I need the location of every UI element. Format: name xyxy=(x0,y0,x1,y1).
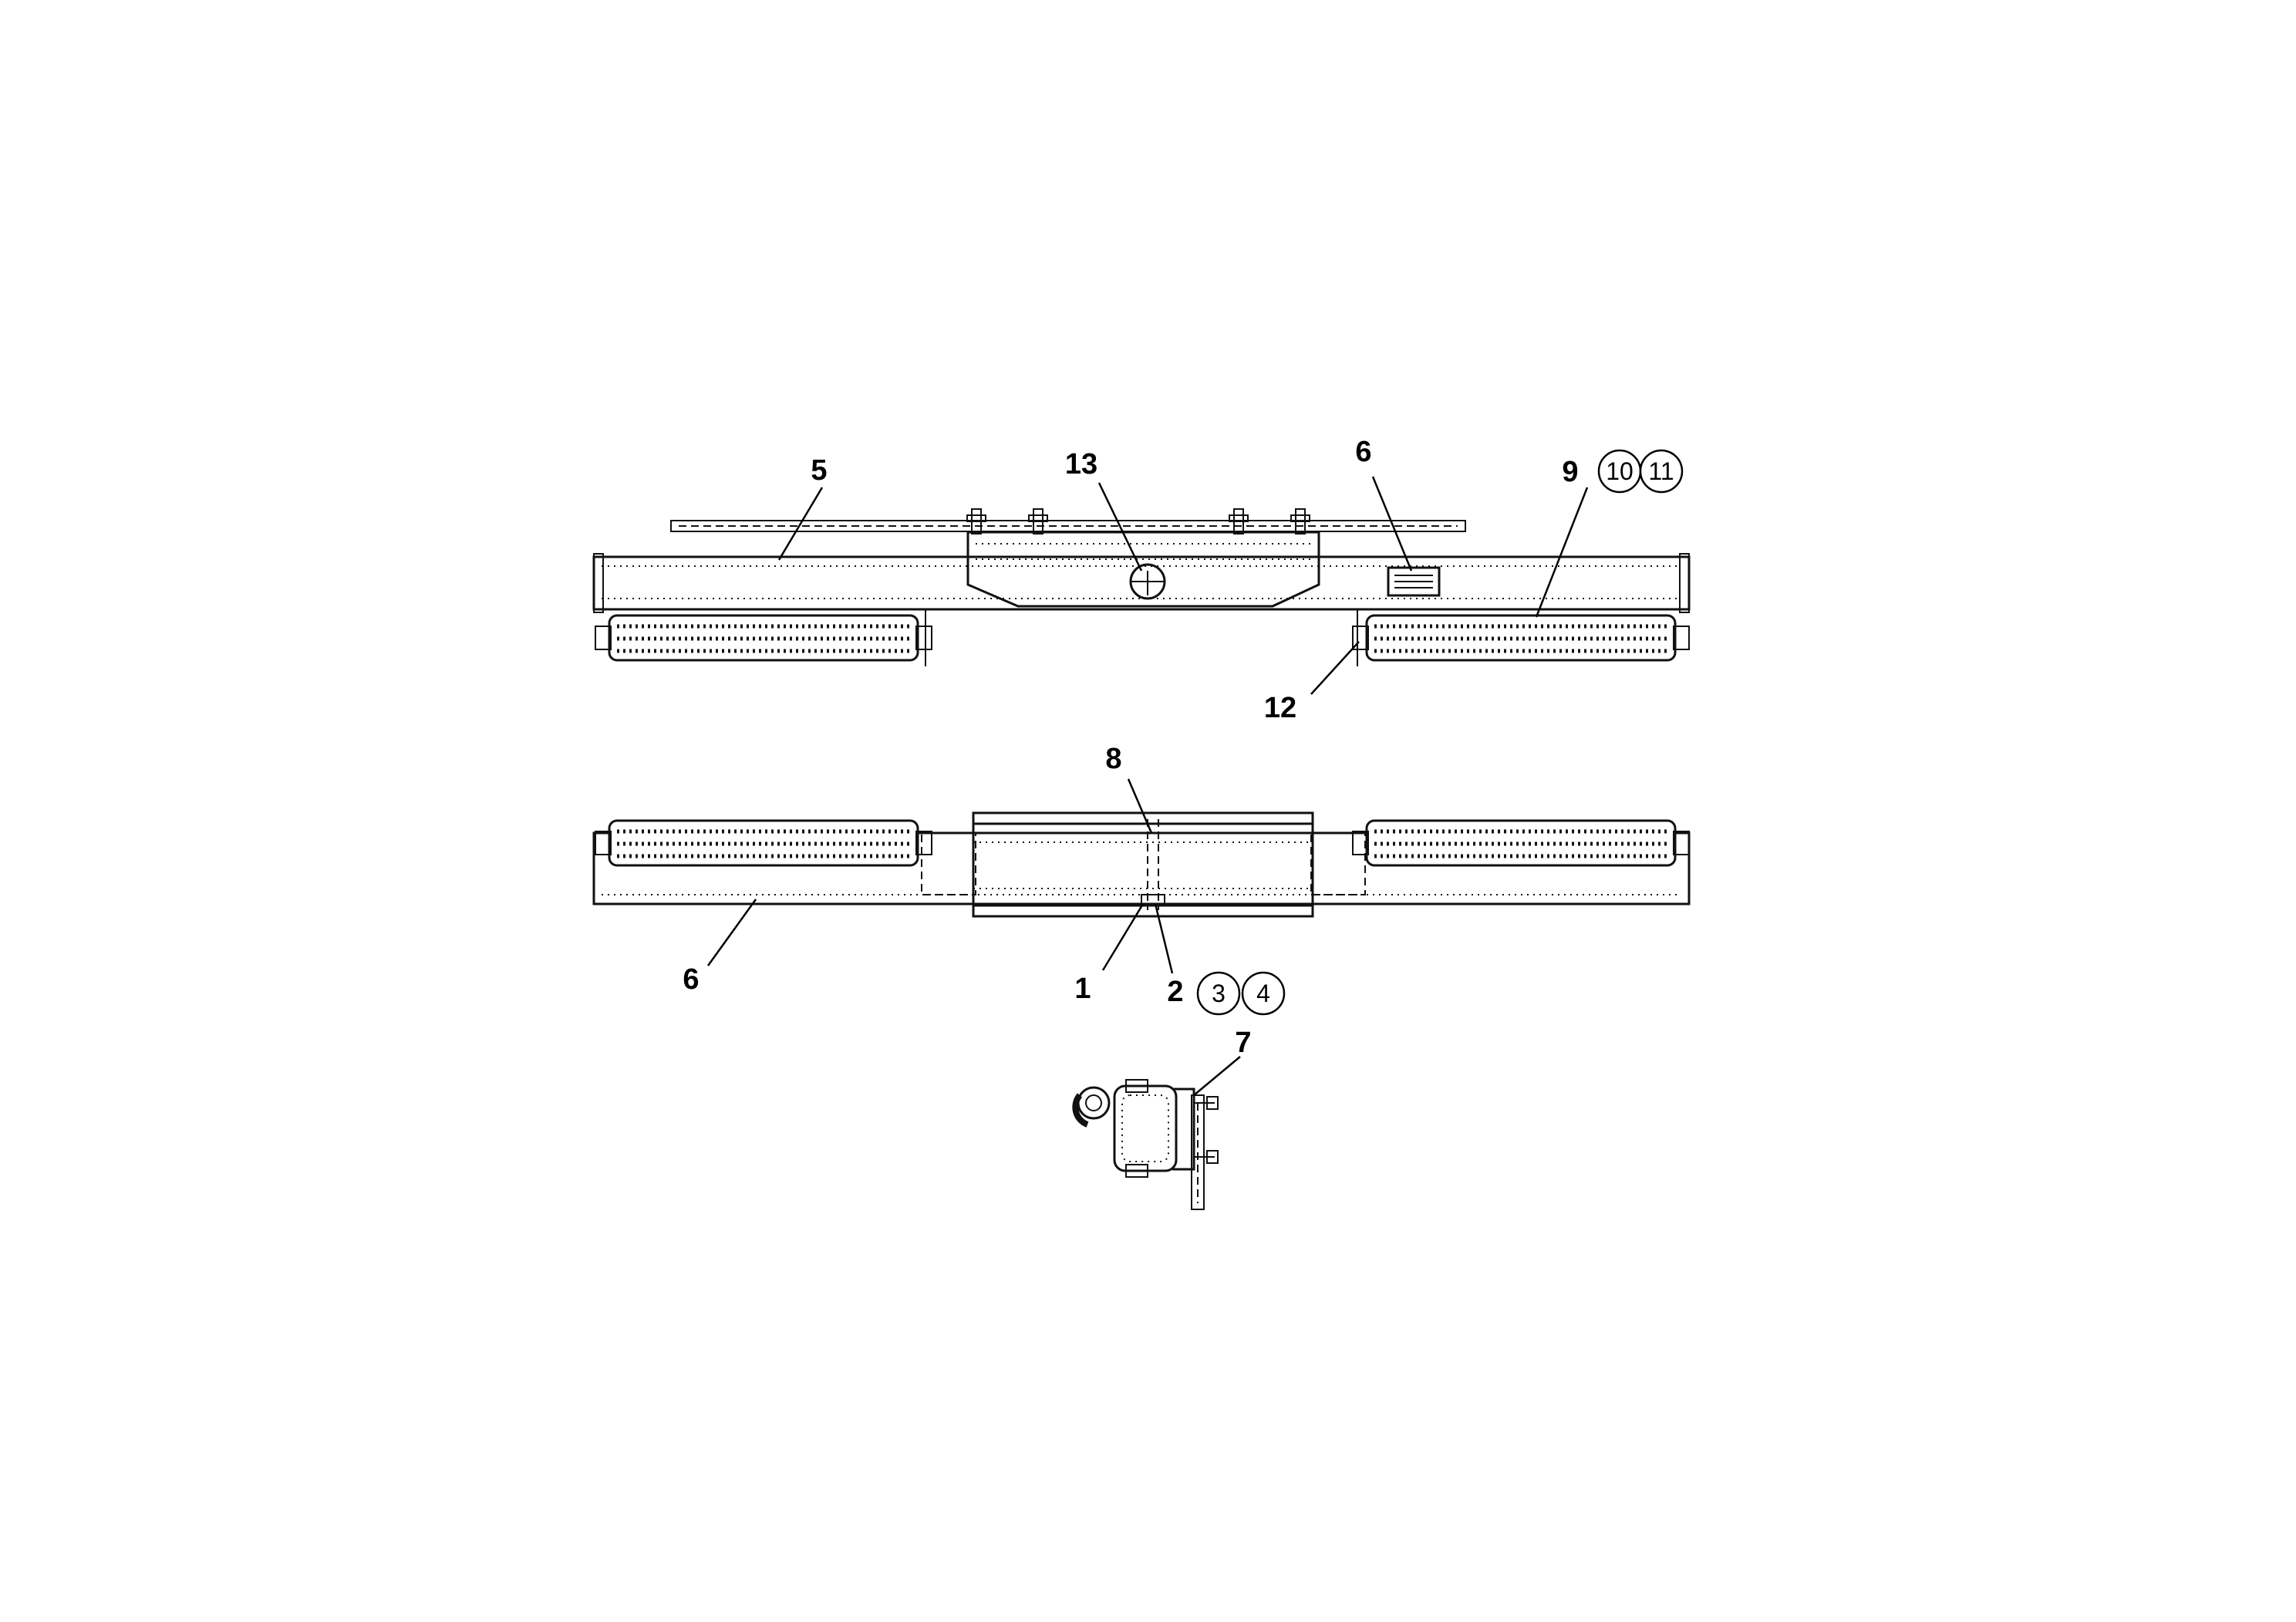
callout-6-bottom: 6 xyxy=(683,963,699,996)
circled-callout-11: 11 xyxy=(1639,449,1684,494)
upper-rod xyxy=(670,520,1466,532)
right-roller-middle xyxy=(1352,819,1690,867)
callout-2: 2 xyxy=(1167,976,1183,1008)
top-view-assembly xyxy=(592,508,1691,666)
callout-1: 1 xyxy=(1074,973,1091,1005)
circled-callout-4: 4 xyxy=(1241,971,1286,1016)
center-bracket-top xyxy=(966,531,1320,608)
circled-callout-3: 3 xyxy=(1196,971,1241,1016)
circled-callout-10: 10 xyxy=(1597,449,1642,494)
callout-13: 13 xyxy=(1065,448,1097,481)
callout-8: 8 xyxy=(1105,743,1121,775)
center-plate-middle xyxy=(972,811,1314,918)
end-view-assembly xyxy=(1072,1079,1219,1210)
callout-12: 12 xyxy=(1264,692,1296,724)
left-roller-top xyxy=(595,609,932,666)
callout-3: 3 xyxy=(1212,980,1226,1007)
middle-view-assembly xyxy=(592,811,1691,918)
callout-7: 7 xyxy=(1235,1027,1251,1059)
right-roller-top xyxy=(1352,609,1690,666)
callout-4: 4 xyxy=(1256,980,1270,1007)
leader-lines xyxy=(706,476,1589,1096)
callout-labels: 5 13 6 9 10 11 12 8 6 1 2 3 4 7 xyxy=(683,436,1684,1059)
main-beam-top xyxy=(592,553,1691,613)
callout-6-top: 6 xyxy=(1355,436,1371,468)
callout-5: 5 xyxy=(811,454,827,487)
callout-9: 9 xyxy=(1562,456,1578,488)
main-beam-middle xyxy=(592,831,1691,916)
u-bolts-top xyxy=(966,508,1310,534)
callout-10: 10 xyxy=(1606,457,1633,485)
callout-11: 11 xyxy=(1648,457,1674,485)
left-roller-middle xyxy=(595,819,932,867)
grease-fitting xyxy=(1129,563,1166,600)
id-plate xyxy=(1387,566,1441,597)
